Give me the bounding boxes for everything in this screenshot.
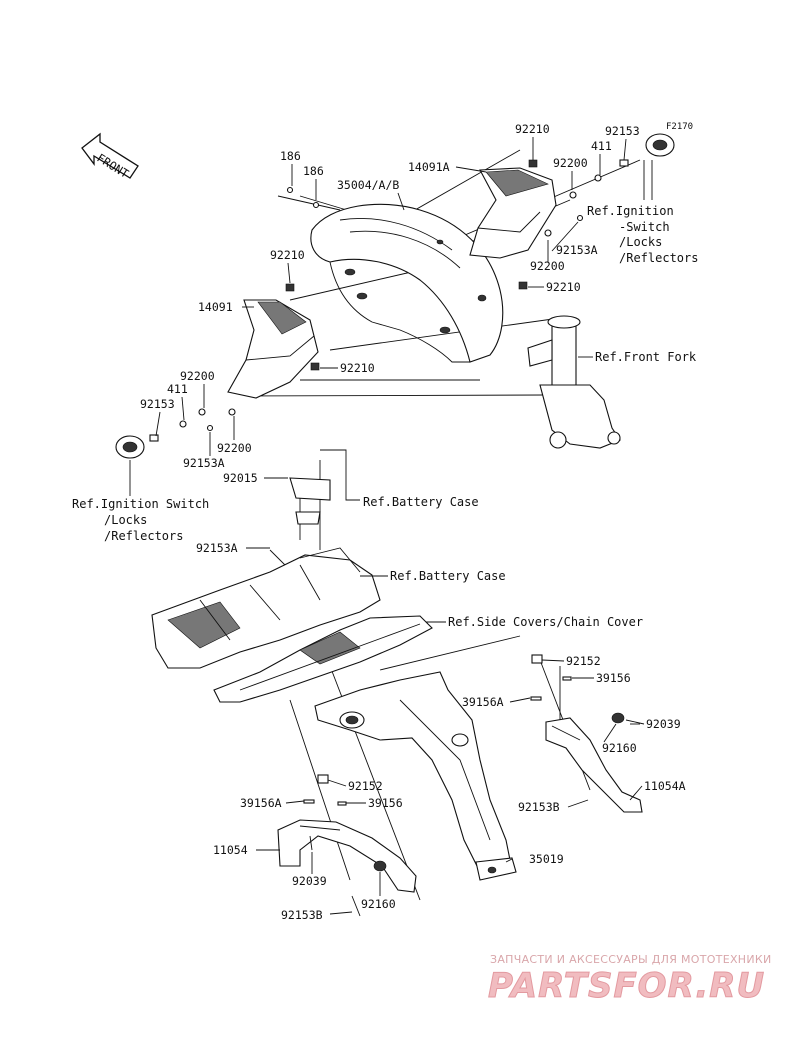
ref-ignition-top-2: -Switch	[619, 220, 670, 234]
watermark-tagline: ЗАПЧАСТИ И АКСЕССУАРЫ ДЛЯ МОТОТЕХНИКИ	[490, 953, 772, 966]
label-14091: 14091	[198, 300, 233, 314]
watermark: ЗАПЧАСТИ И АКСЕССУАРЫ ДЛЯ МОТОТЕХНИКИ PA…	[488, 953, 772, 1007]
front-fender-35004	[310, 203, 504, 363]
label-35004: 35004/A/B	[337, 178, 399, 192]
ref-ignition-left-2: /Locks	[104, 513, 147, 527]
label-92153B-r: 92153B	[518, 800, 560, 814]
label-92153B-l: 92153B	[281, 908, 323, 922]
label-39156A-r: 39156A	[462, 695, 504, 709]
label-92210-l: 92210	[270, 248, 305, 262]
fender-side-14091A	[469, 167, 557, 259]
label-92160-r: 92160	[602, 741, 637, 755]
label-92152-r: 92152	[566, 654, 601, 668]
label-186-b: 186	[303, 164, 324, 178]
ref-side-covers: Ref.Side Covers/Chain Cover	[448, 615, 643, 629]
label-92200-top: 92200	[553, 156, 588, 170]
label-92153A-top: 92153A	[556, 243, 598, 257]
rear-assembly-group	[151, 460, 643, 917]
label-92152-l: 92152	[348, 779, 383, 793]
label-92200-l2: 92200	[217, 441, 252, 455]
label-39156-r: 39156	[596, 671, 631, 685]
fasteners-front	[149, 159, 629, 442]
front-arrow-icon: FRONT	[81, 132, 139, 181]
ref-ignition-left-3: /Reflectors	[104, 529, 183, 543]
label-11054A: 11054A	[644, 779, 686, 793]
label-411-l: 411	[167, 382, 188, 396]
label-92153-top: 92153	[605, 124, 640, 138]
label-411-top: 411	[591, 139, 612, 153]
label-92200-l: 92200	[180, 369, 215, 383]
bracket-11054A	[545, 717, 643, 813]
label-92039-r: 92039	[646, 717, 681, 731]
bracket-11054	[277, 819, 417, 893]
label-186-a: 186	[280, 149, 301, 163]
ref-ignition-left-1: Ref.Ignition Switch	[72, 497, 209, 511]
ref-ignition-top-4: /Reflectors	[619, 251, 698, 265]
label-92153A-m: 92153A	[196, 541, 238, 555]
label-11054: 11054	[213, 843, 248, 857]
front-fork-leg	[527, 315, 621, 449]
label-14091A: 14091A	[408, 160, 450, 174]
ignition-cover-left	[115, 435, 145, 459]
label-92210-r: 92210	[546, 280, 581, 294]
label-35019: 35019	[529, 852, 564, 866]
watermark-brand: PARTSFOR.RU	[488, 966, 765, 1006]
part-labels: 92210 92153 411 186 186 14091A 92200 350…	[140, 122, 686, 922]
ignition-cover-top	[645, 133, 675, 157]
front-fender-group	[115, 133, 675, 459]
ref-battery-case-1: Ref.Battery Case	[363, 495, 479, 509]
label-92160-l: 92160	[361, 897, 396, 911]
reference-labels: Ref.Ignition -Switch /Locks /Reflectors …	[72, 160, 698, 629]
label-92200-mid: 92200	[530, 259, 565, 273]
diagram-code: F2170	[666, 122, 693, 132]
label-92210-c: 92210	[340, 361, 375, 375]
label-39156A-l: 39156A	[240, 796, 282, 810]
ref-ignition-top-1: Ref.Ignition	[587, 204, 674, 218]
battery-bracket	[289, 477, 331, 525]
ref-front-fork: Ref.Front Fork	[595, 350, 697, 364]
label-92153-l: 92153	[140, 397, 175, 411]
label-92015: 92015	[223, 471, 258, 485]
label-39156-l: 39156	[368, 796, 403, 810]
ref-ignition-top-3: /Locks	[619, 235, 662, 249]
ref-battery-case-2: Ref.Battery Case	[390, 569, 506, 583]
label-92153A-l: 92153A	[183, 456, 225, 470]
label-92210-top: 92210	[515, 122, 550, 136]
label-92039-l: 92039	[292, 874, 327, 888]
